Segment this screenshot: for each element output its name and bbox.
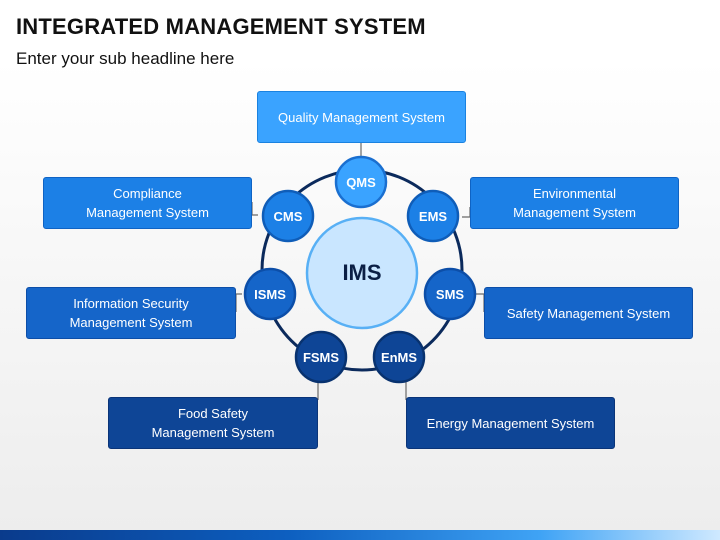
node-abbr-enms: EnMS — [380, 349, 418, 365]
label-box-cms: Compliance Management System — [43, 177, 252, 229]
connector-isms — [235, 293, 242, 312]
node-abbr-qms: QMS — [346, 174, 376, 190]
label-box-enms: Energy Management System — [406, 397, 615, 449]
connector-sms — [475, 293, 485, 312]
label-box-isms: Information Security Management System — [26, 287, 236, 339]
node-abbr-cms: CMS — [273, 208, 303, 224]
connector-ems — [462, 207, 471, 218]
node-circle-isms — [243, 267, 297, 321]
node-circle-fsms — [294, 330, 348, 384]
connector-cms — [251, 202, 258, 216]
node-abbr-isms: ISMS — [254, 286, 286, 302]
node-abbr-fsms: FSMS — [302, 349, 340, 365]
center-circle — [305, 216, 419, 330]
page-title: INTEGRATED MANAGEMENT SYSTEM — [16, 14, 426, 39]
node-circle-enms — [372, 330, 426, 384]
label-box-ems: Environmental Management System — [470, 177, 679, 229]
center-label: IMS — [342, 260, 382, 285]
node-circle-sms — [423, 267, 477, 321]
node-circle-ems — [406, 189, 460, 243]
node-circle-qms — [334, 155, 388, 209]
label-box-sms: Safety Management System — [484, 287, 693, 339]
bottom-accent-bar — [0, 530, 720, 540]
label-box-qms: Quality Management System — [257, 91, 466, 143]
node-circle-cms — [261, 189, 315, 243]
page-subtitle: Enter your sub headline here — [16, 49, 235, 68]
label-box-fsms: Food Safety Management System — [108, 397, 318, 449]
node-abbr-sms: SMS — [435, 286, 465, 302]
node-abbr-ems: EMS — [418, 208, 448, 224]
